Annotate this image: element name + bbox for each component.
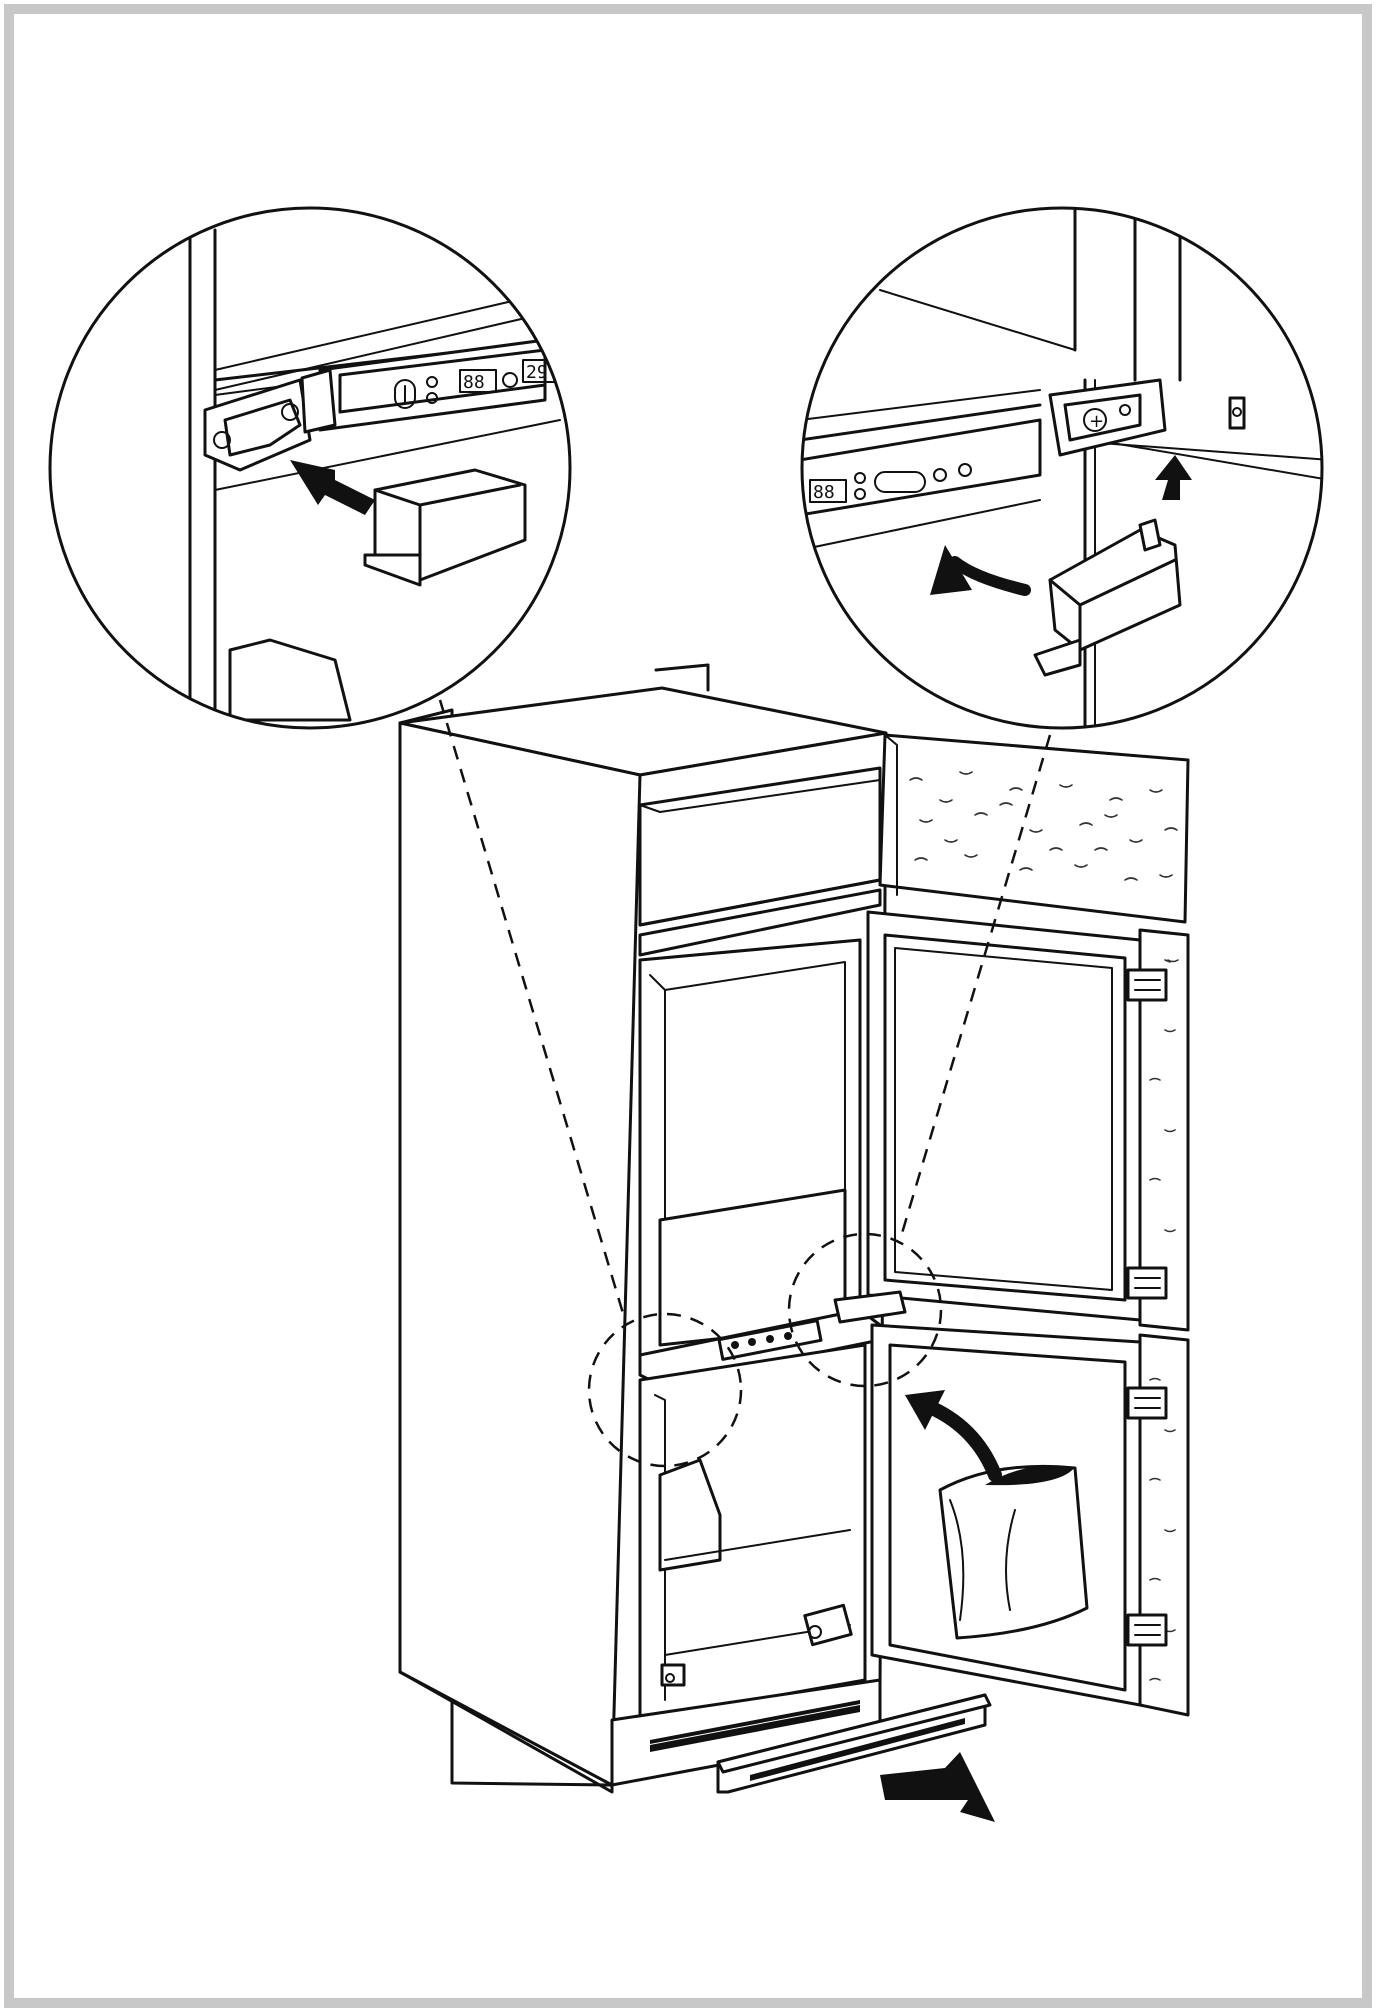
lower-door [870,1323,1190,1717]
decor-panel-top [878,733,1190,924]
left-hinge-cover-detail: 88 29 [48,206,572,730]
push-arrow [880,1752,995,1822]
display-temp-right: 29 [526,362,548,383]
accessories-bag [938,1464,1089,1640]
display-temp-left: 88 [463,372,485,393]
callout-lines [438,699,1052,1468]
ventilation-grille [716,1693,995,1822]
upper-door [833,910,1190,1332]
left-arrow [290,460,375,515]
svg-text:+: + [1089,411,1104,432]
curved-arrow-head [905,1390,945,1430]
left-detail-marker [587,1312,743,1468]
right-detail-marker [787,1232,943,1388]
display-temp-right-view: 88 [813,482,835,503]
up-arrow [1155,455,1192,500]
right-hinge-cover-detail: 88 + [800,206,1324,730]
cabinet [398,663,888,1794]
plinth-grille [650,1705,860,1752]
cabinet-side-face [398,721,642,1787]
rotate-arrow [930,545,972,595]
page-border [4,4,1372,2008]
